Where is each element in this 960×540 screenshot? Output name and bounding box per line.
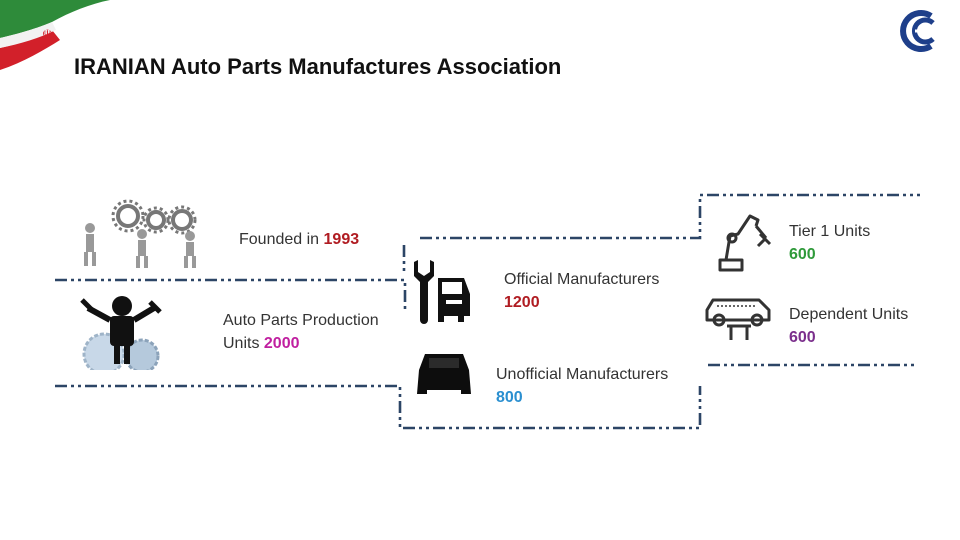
car-lift-icon bbox=[705, 298, 771, 340]
founded-text: Founded in 1993 bbox=[239, 228, 359, 251]
tier1-value: 600 bbox=[789, 246, 816, 263]
gears-team-icon bbox=[84, 199, 197, 268]
production-value: 2000 bbox=[263, 335, 300, 352]
dependent-label: Dependent Units bbox=[789, 306, 909, 323]
car-icon bbox=[417, 354, 471, 394]
official-value: 1200 bbox=[504, 294, 540, 311]
unofficial-value: 800 bbox=[496, 389, 523, 406]
tier1-text: Tier 1 Units 600 bbox=[789, 220, 870, 266]
production-label: Auto Parts Production bbox=[223, 312, 379, 329]
robot-arm-icon bbox=[718, 214, 772, 272]
page-title: IRANIAN Auto Parts Manufactures Associat… bbox=[74, 54, 562, 79]
svg-text:☫: ☫ bbox=[42, 27, 53, 41]
mechanic-gears-icon bbox=[80, 296, 162, 370]
dependent-text: Dependent Units 600 bbox=[789, 303, 908, 349]
tier1-label: Tier 1 Units bbox=[789, 223, 871, 240]
wrench-car-icon bbox=[414, 260, 470, 324]
unofficial-text: Unofficial Manufacturers 800 bbox=[496, 363, 668, 409]
official-text: Official Manufacturers 1200 bbox=[504, 268, 659, 314]
founded-label: Founded in bbox=[239, 231, 320, 248]
association-logo-icon bbox=[900, 10, 943, 52]
unofficial-label: Unofficial Manufacturers bbox=[496, 366, 669, 383]
official-label: Official Manufacturers bbox=[504, 271, 660, 288]
dependent-value: 600 bbox=[789, 329, 816, 346]
production-text: Auto Parts Production Units 2000 bbox=[223, 309, 379, 355]
founded-year: 1993 bbox=[323, 231, 360, 248]
iran-flag-icon: ☫ bbox=[0, 0, 110, 70]
production-label-units: Units bbox=[223, 335, 260, 352]
